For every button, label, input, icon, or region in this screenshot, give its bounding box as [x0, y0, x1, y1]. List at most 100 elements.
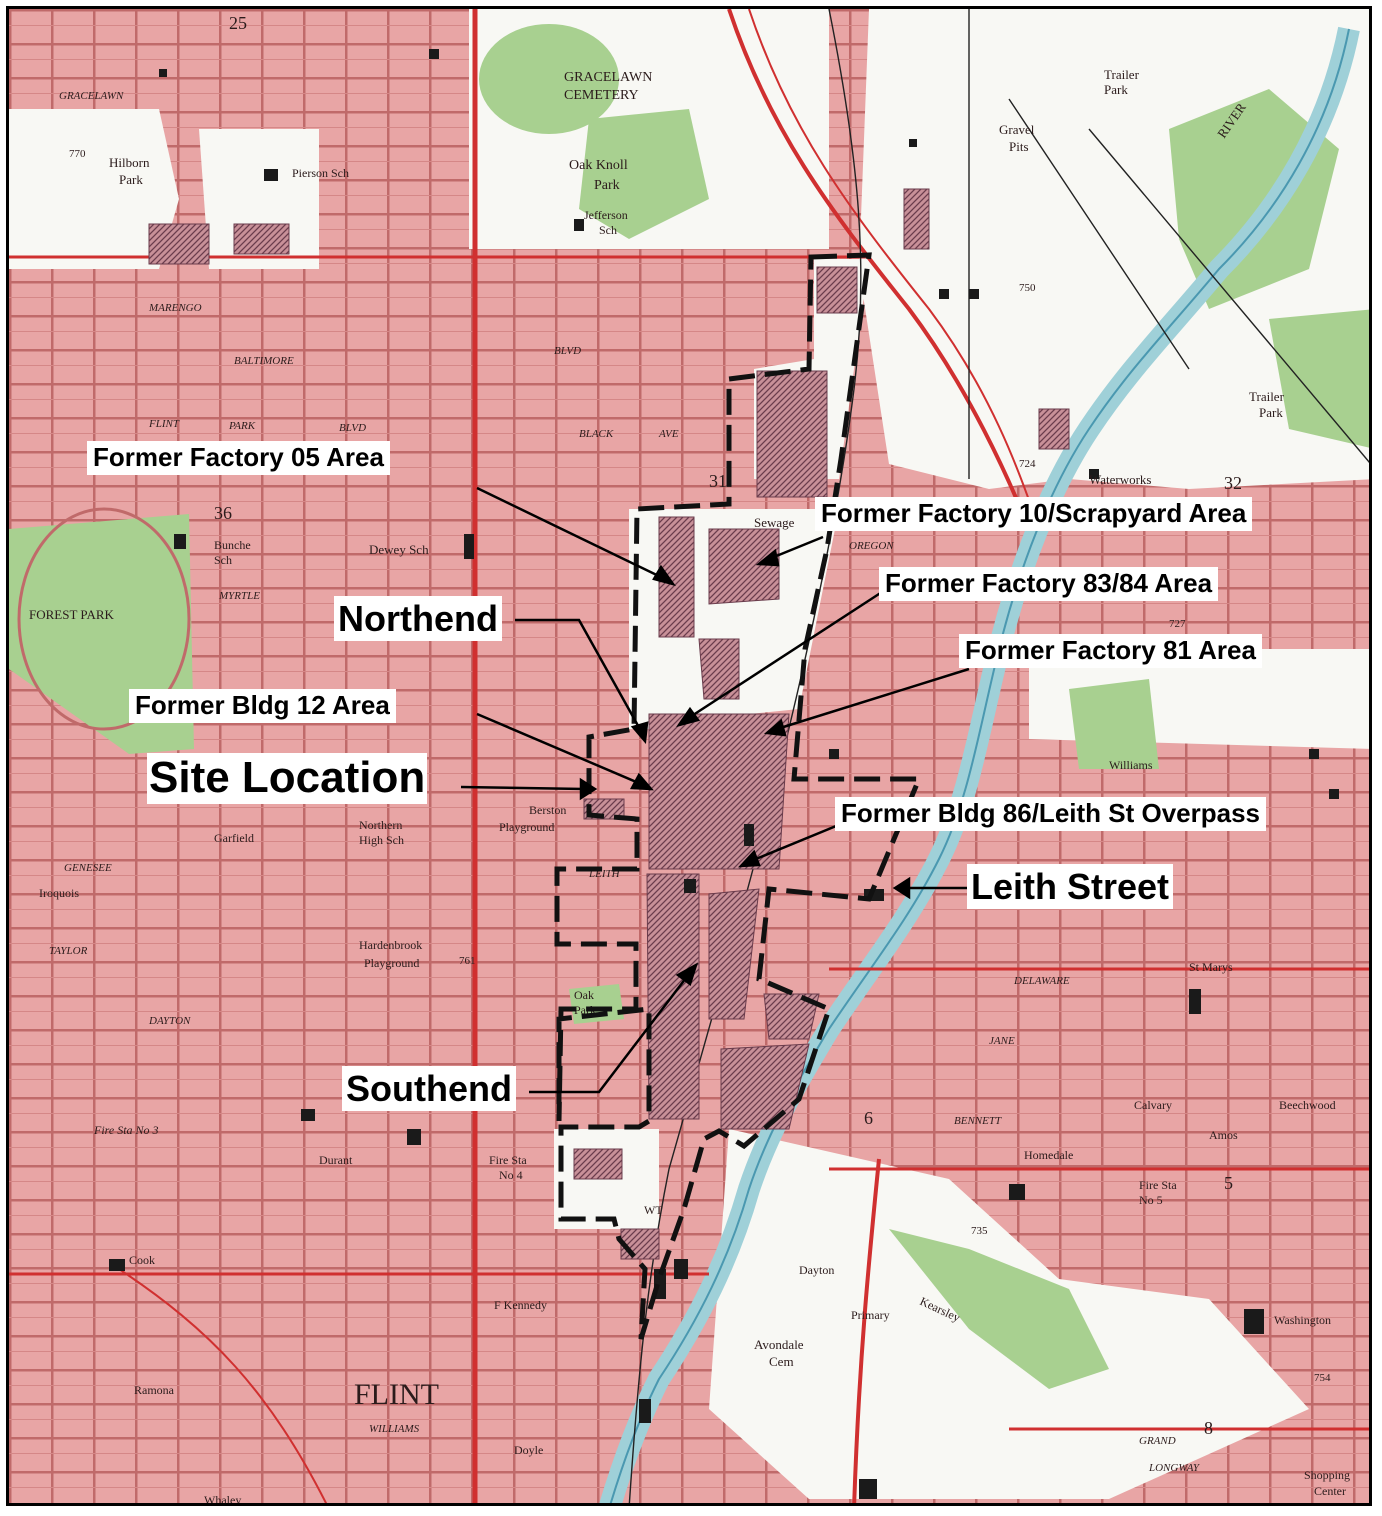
site-boundary	[554, 252, 923, 1340]
map-text-e750: 750	[1019, 282, 1036, 294]
map-text-sewage: Sewage	[754, 515, 795, 530]
map-text-park-top: Park	[1104, 82, 1128, 97]
map-text-oak-knoll: Oak Knoll	[569, 158, 628, 173]
map-text-calvary: Calvary	[1134, 1098, 1172, 1112]
map-text-e727: 727	[1169, 618, 1186, 630]
map-text-oregon: OREGON	[849, 540, 894, 552]
map-text-n36: 36	[214, 503, 232, 523]
building-marks	[109, 49, 1339, 1499]
map-text-blvd-upper: BLVD	[554, 345, 581, 357]
map-text-center: Center	[1314, 1484, 1346, 1498]
forest-park-loop	[17, 507, 191, 731]
map-text-e770: 770	[69, 148, 86, 160]
vegetation	[9, 24, 1369, 1389]
map-text-wt: WT	[644, 1203, 663, 1217]
map-text-whaley: Whaley	[204, 1493, 241, 1506]
map-text-delaware: DELAWARE	[1013, 975, 1070, 987]
map-text-flint-city: FLINT	[354, 1378, 439, 1411]
map-text-ramona: Ramona	[134, 1383, 175, 1397]
map-base: GRACELAWN CEMETERY GRACELAWN Trailer Par…	[9, 9, 1369, 1506]
map-text-no-5: No 5	[1139, 1193, 1163, 1207]
map-text-beechwood: Beechwood	[1279, 1098, 1336, 1112]
map-text-cemetery: CEMETERY	[564, 88, 639, 103]
map-text-dayton-park: Dayton	[799, 1263, 834, 1277]
label-former-bldg-86: Former Bldg 86/Leith St Overpass	[835, 797, 1267, 831]
map-text-shopping: Shopping	[1304, 1468, 1350, 1482]
label-site-location: Site Location	[147, 753, 428, 804]
label-former-factory-05: Former Factory 05 Area	[87, 441, 390, 475]
map-text-fire-sta-4: Fire Sta	[489, 1153, 527, 1167]
map-text-berston: Berston	[529, 803, 566, 817]
map-text-gracelawn-cem: GRACELAWN	[564, 70, 652, 85]
map-text-jefferson: Jefferson	[584, 208, 628, 222]
map-text-primary: Primary	[851, 1308, 890, 1322]
leader-lines	[460, 486, 975, 1094]
map-text-trailer-right: Trailer	[1249, 389, 1285, 404]
map-text-bunche-sch: Sch	[214, 553, 232, 567]
map-text-dayton: DAYTON	[148, 1015, 191, 1027]
map-text-e724: 724	[1019, 458, 1036, 470]
map-text-myrtle: MYRTLE	[218, 590, 260, 602]
map-text-bunche: Bunche	[214, 538, 251, 552]
map-text-dewey: Dewey Sch	[369, 542, 429, 557]
map-text-avondale: Avondale	[754, 1337, 804, 1352]
map-text-gracelawn-road: GRACELAWN	[59, 90, 124, 102]
map-text-waterworks: Waterworks	[1089, 472, 1152, 487]
map-text-kennedy: F Kennedy	[494, 1298, 547, 1312]
map-text-doyle: Doyle	[514, 1443, 543, 1457]
map-text-grand: GRAND	[1139, 1435, 1176, 1447]
map-text-n5: 5	[1224, 1173, 1233, 1193]
map-text-n8: 8	[1204, 1418, 1213, 1438]
map-text-northern: Northern	[359, 818, 402, 832]
map-text-amos: Amos	[1209, 1128, 1238, 1142]
map-text-forest-park: FOREST PARK	[29, 607, 115, 622]
label-southend: Southend	[342, 1066, 516, 1112]
map-text-park-road: PARK	[228, 420, 256, 432]
map-text-marengo: MARENGO	[148, 302, 202, 314]
map-text-n31: 31	[709, 471, 727, 491]
map-text-park-right: Park	[1259, 405, 1283, 420]
map-text-berston-playground: Playground	[499, 820, 554, 834]
map-text-ave-black: AVE	[658, 428, 679, 440]
map-text-washington: Washington	[1274, 1313, 1331, 1327]
map-text-bennett: BENNETT	[954, 1115, 1002, 1127]
map-text-high-sch: High Sch	[359, 833, 404, 847]
map-labels: GRACELAWN CEMETERY GRACELAWN Trailer Par…	[29, 13, 1350, 1506]
topographic-map: GRACELAWN CEMETERY GRACELAWN Trailer Par…	[6, 6, 1372, 1506]
map-text-n6: 6	[864, 1108, 873, 1128]
map-text-st-marys: St Marys	[1189, 960, 1233, 974]
map-text-homedale: Homedale	[1024, 1148, 1073, 1162]
map-text-cook: Cook	[129, 1253, 155, 1267]
map-text-baltimore: BALTIMORE	[234, 355, 294, 367]
map-text-e735: 735	[971, 1225, 988, 1237]
map-text-hardenbrook: Hardenbrook	[359, 938, 422, 952]
map-text-fire-sta-3: Fire Sta No 3	[93, 1123, 159, 1137]
map-text-pits: Pits	[1009, 139, 1029, 154]
map-text-flint-road: FLINT	[148, 418, 180, 430]
map-text-genesee: GENESEE	[64, 862, 112, 874]
map-text-trailer-top: Trailer	[1104, 67, 1140, 82]
map-text-fire-sta-5: Fire Sta	[1139, 1178, 1177, 1192]
map-text-e754: 754	[1314, 1372, 1331, 1384]
label-leith-street: Leith Street	[967, 864, 1174, 910]
map-text-blvd: BLVD	[339, 422, 366, 434]
map-text-n32: 32	[1224, 473, 1242, 493]
map-text-hilborn: Hilborn	[109, 155, 150, 170]
map-text-e761: 761	[459, 955, 476, 967]
map-text-longway: LONGWAY	[1148, 1462, 1201, 1474]
label-former-factory-10: Former Factory 10/Scrapyard Area	[815, 497, 1253, 531]
map-text-pierson: Pierson Sch	[292, 166, 349, 180]
map-text-iroquois: Iroquois	[39, 886, 79, 900]
map-text-oak-knoll-park: Park	[594, 178, 620, 193]
map-text-no-4: No 4	[499, 1168, 523, 1182]
map-text-jefferson-sch: Sch	[599, 223, 617, 237]
map-text-durant: Durant	[319, 1153, 353, 1167]
label-former-bldg-12: Former Bldg 12 Area	[129, 689, 396, 723]
map-text-williams: WILLIAMS	[369, 1423, 420, 1435]
major-roads	[9, 9, 1369, 1503]
label-former-factory-81: Former Factory 81 Area	[959, 634, 1262, 668]
label-northend: Northend	[334, 596, 502, 642]
map-text-hilborn-park: Park	[119, 172, 143, 187]
map-text-jane: JANE	[989, 1035, 1015, 1047]
map-text-playground: Playground	[364, 956, 419, 970]
